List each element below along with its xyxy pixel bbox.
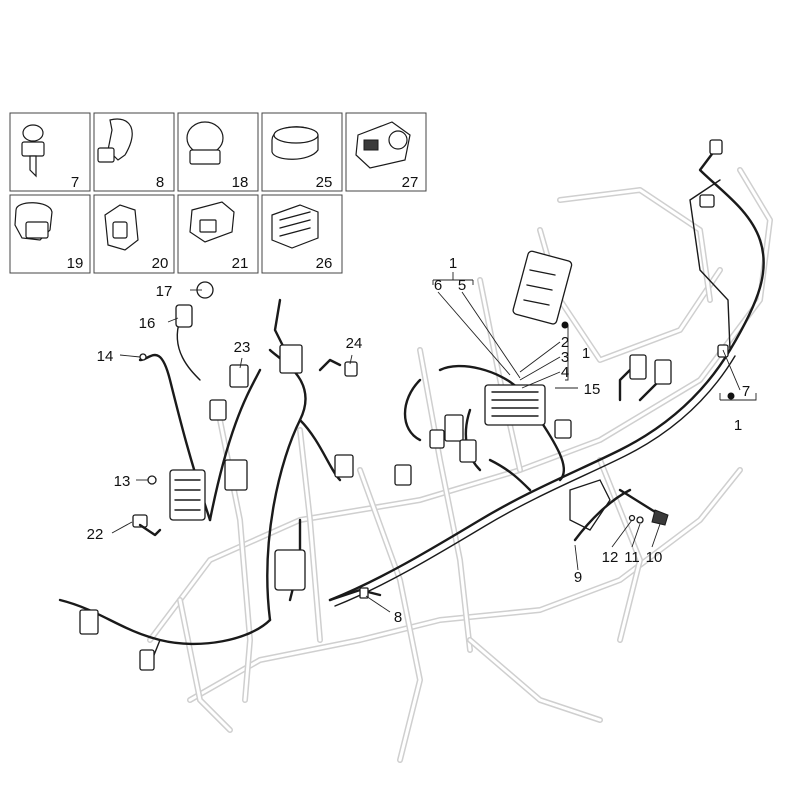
callout-6: 6 [434, 277, 442, 294]
inset-box-18: 18 [177, 112, 259, 192]
callout-17: 17 [156, 283, 173, 300]
inset-label-20: 20 [152, 255, 169, 272]
connector-h [209, 399, 227, 421]
callout-leaders [111, 272, 757, 613]
cable-22 [132, 514, 148, 528]
connector-cover-icon [355, 121, 411, 169]
inset-box-27: 27 [345, 112, 427, 192]
connector-d [629, 354, 647, 380]
cable-tie-8 [359, 587, 369, 599]
callout-24: 24 [346, 335, 363, 352]
inset-box-19: 19 [9, 194, 91, 274]
callout-12: 12 [602, 549, 619, 566]
connector-top-left [279, 344, 303, 374]
washer-12 [628, 514, 636, 522]
inset-label-8: 8 [156, 174, 164, 191]
callout-1-right: 1 [734, 417, 742, 434]
rubber-grommet-icon [271, 126, 319, 160]
callout-labels: 1 6 5 2 3 4 1 15 7 1 17 16 14 23 24 13 2… [87, 255, 751, 626]
inset-label-27: 27 [402, 174, 419, 191]
callout-10: 10 [646, 549, 663, 566]
connector-c [394, 464, 412, 486]
bracket-23 [229, 364, 249, 388]
callout-22: 22 [87, 526, 104, 543]
callout-14: 14 [97, 348, 114, 365]
multi-pin-connector-icon [271, 204, 319, 249]
inset-label-19: 19 [67, 255, 84, 272]
inset-box-7: 7 [9, 112, 91, 192]
handlebar-connector [709, 139, 723, 155]
callout-15: 15 [584, 381, 601, 398]
connector-f [334, 454, 354, 478]
callout-16: 16 [139, 315, 156, 332]
callout-5: 5 [458, 277, 466, 294]
inset-label-18: 18 [232, 174, 249, 191]
inset-label-21: 21 [232, 255, 249, 272]
fuse-holder-icon [104, 204, 139, 251]
connector-g [139, 649, 155, 671]
connector-front-left [79, 609, 99, 635]
callout-11: 11 [624, 549, 640, 566]
inset-box-20: 20 [93, 194, 175, 274]
callout-9: 9 [574, 569, 582, 586]
inset-parts-panel: 7 8 18 25 [9, 112, 427, 274]
callout-23: 23 [234, 339, 251, 356]
inset-box-26: 26 [261, 194, 343, 274]
connector-block-rear [274, 549, 306, 591]
ground-bracket [569, 479, 611, 531]
inset-box-8: 8 [93, 112, 175, 192]
callout-7-right: 7 [742, 383, 750, 400]
connector-24 [344, 361, 358, 377]
connector-b [459, 439, 477, 463]
clip-with-pin-icon [21, 124, 45, 178]
callout-13: 13 [114, 473, 131, 490]
handlebar-switch [699, 194, 715, 208]
connector-j [554, 419, 572, 439]
callout-8-bottom: 8 [394, 609, 402, 626]
screw-14 [139, 353, 147, 361]
callout-1-top: 1 [449, 255, 457, 272]
control-unit [169, 469, 206, 521]
callout-3: 3 [561, 349, 569, 366]
clip-13 [147, 475, 157, 485]
callout-2: 2 [561, 334, 569, 351]
connector-block-mid [224, 459, 248, 491]
connector-e [654, 359, 672, 385]
clip-holder-icon [14, 202, 53, 241]
connector-a [444, 414, 464, 442]
callout-1-group: 1 [582, 345, 590, 362]
inset-label-26: 26 [316, 255, 333, 272]
inset-label-25: 25 [316, 174, 333, 191]
callout-4: 4 [561, 364, 569, 381]
harness-components [79, 139, 729, 671]
inset-label-7: 7 [71, 174, 79, 191]
mounting-clip-icon [189, 201, 235, 243]
band-clamp-icon [186, 121, 224, 165]
connector-i [429, 429, 445, 449]
terminal-10 [651, 509, 669, 526]
inset-box-25: 25 [261, 112, 343, 192]
cable-tie-icon [97, 118, 133, 163]
sensor-16 [175, 304, 193, 328]
inset-box-21: 21 [177, 194, 259, 274]
fuse-box [484, 384, 546, 426]
washer-11 [636, 516, 644, 524]
